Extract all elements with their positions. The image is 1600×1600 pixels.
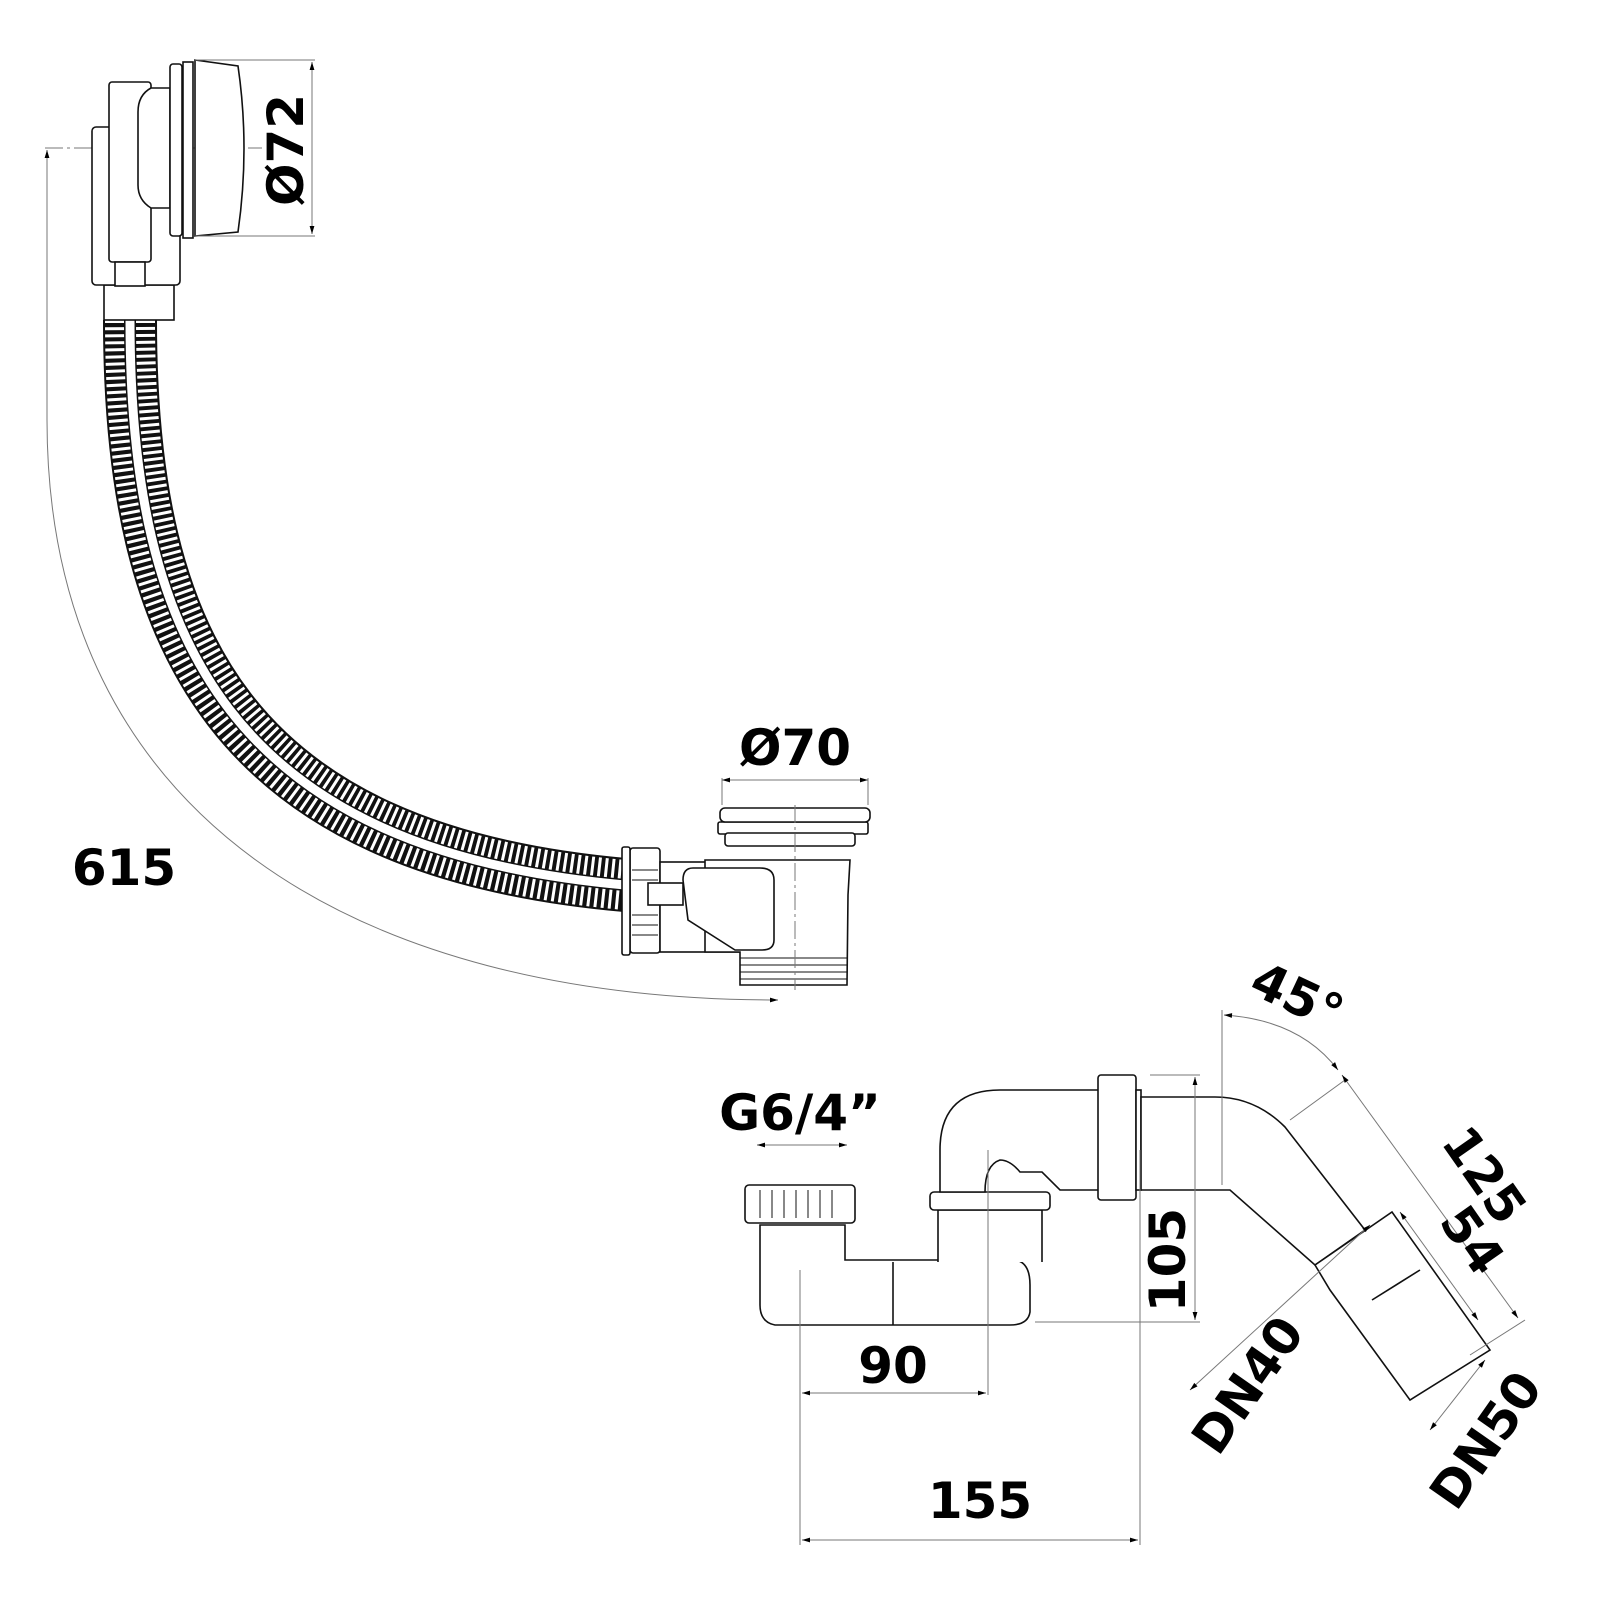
dn40-dimension-line — [1189, 1224, 1371, 1391]
height-105-label: 105 — [1139, 1208, 1197, 1312]
cable-length-label: 615 — [72, 839, 176, 897]
dn50-dimension-line — [1429, 1359, 1486, 1431]
thread-label: G6/4” — [719, 1084, 881, 1142]
overflow-diameter-label: Ø72 — [257, 94, 315, 206]
length-125-dimension-line — [1341, 1074, 1519, 1319]
angle-dimension-arc — [1223, 1013, 1339, 1071]
length-90-label: 90 — [858, 1337, 928, 1395]
corrugated-hose — [103, 319, 628, 912]
angle-label: 45° — [1242, 950, 1352, 1043]
overflow-head — [91, 59, 245, 321]
waste-valve — [621, 805, 871, 990]
dn40-label: DN40 — [1180, 1306, 1315, 1465]
dn50-label: DN50 — [1418, 1361, 1553, 1520]
length-155-label: 155 — [928, 1472, 1032, 1530]
length-54-dimension-line — [1399, 1211, 1479, 1321]
waste-diameter-label: Ø70 — [739, 719, 851, 777]
cable-length-dimension-line — [44, 150, 779, 1003]
